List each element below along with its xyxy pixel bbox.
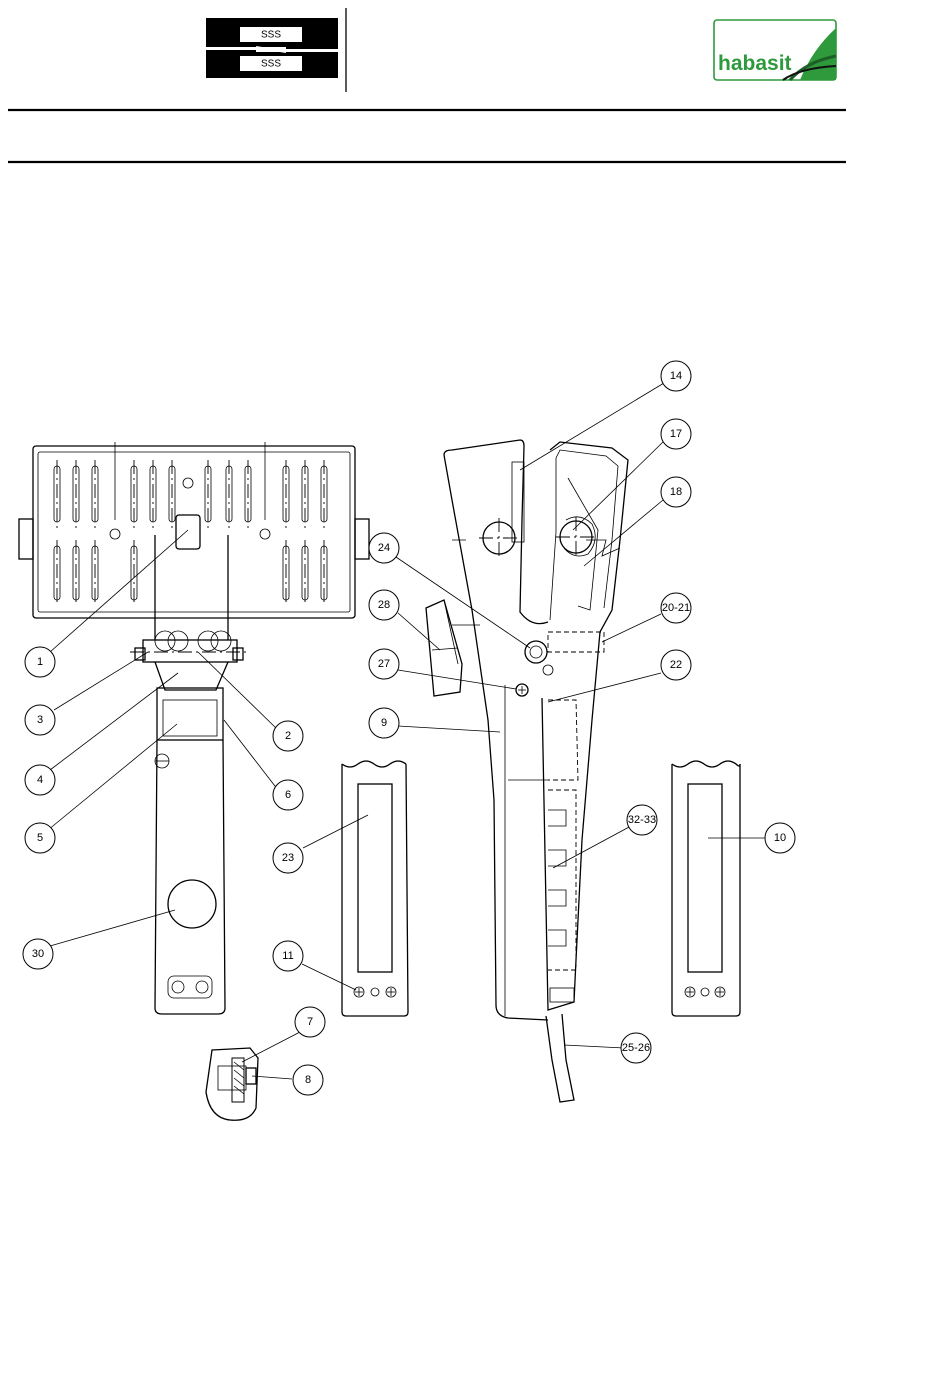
callout-4: 4 <box>25 765 55 795</box>
cover-strip-right <box>672 761 740 1016</box>
side-view-shell <box>525 442 628 1010</box>
svg-text:3: 3 <box>37 714 43 726</box>
power-cable <box>546 1014 574 1102</box>
svg-text:18: 18 <box>670 486 682 498</box>
svg-text:25-26: 25-26 <box>622 1042 650 1054</box>
cover-strip-left <box>342 761 408 1016</box>
callout-18: 18 <box>661 477 691 507</box>
heating-plate <box>19 442 369 618</box>
callout-11: 11 <box>273 941 303 971</box>
callout-24: 24 <box>369 533 399 563</box>
svg-text:7: 7 <box>307 1016 313 1028</box>
handle-arm <box>130 535 250 1014</box>
svg-text:22: 22 <box>670 659 682 671</box>
svg-text:28: 28 <box>378 599 390 611</box>
svg-text:6: 6 <box>285 789 291 801</box>
logo-symbol-bottom: SSS <box>261 59 281 70</box>
svg-text:10: 10 <box>774 832 786 844</box>
callout-5: 5 <box>25 823 55 853</box>
callout-17: 17 <box>661 419 691 449</box>
callout-1: 1 <box>25 647 55 677</box>
svg-text:32-33: 32-33 <box>628 814 656 826</box>
svg-text:5: 5 <box>37 832 43 844</box>
svg-text:20-21: 20-21 <box>662 602 690 614</box>
svg-text:27: 27 <box>378 658 390 670</box>
svg-text:1: 1 <box>37 656 43 668</box>
callouts: 1 2 3 4 5 6 7 8 9 10 11 14 17 18 20-21 2… <box>23 361 795 1095</box>
callout-14: 14 <box>661 361 691 391</box>
detail-screw-section <box>206 1048 258 1120</box>
callout-2: 2 <box>273 721 303 751</box>
svg-text:14: 14 <box>670 370 682 382</box>
callout-23: 23 <box>273 843 303 873</box>
svg-text:17: 17 <box>670 428 682 440</box>
callout-3: 3 <box>25 705 55 735</box>
svg-text:30: 30 <box>32 948 44 960</box>
callout-22: 22 <box>661 650 691 680</box>
brand-name: habasit <box>718 52 792 75</box>
callout-25-26: 25-26 <box>621 1033 651 1063</box>
callout-8: 8 <box>293 1065 323 1095</box>
callout-9: 9 <box>369 708 399 738</box>
temperature-probe <box>426 600 462 696</box>
callout-10: 10 <box>765 823 795 853</box>
habasit-logo: habasit <box>714 20 836 80</box>
callout-20-21: 20-21 <box>661 593 691 623</box>
svg-text:2: 2 <box>285 730 291 742</box>
callout-6: 6 <box>273 780 303 810</box>
callout-7: 7 <box>295 1007 325 1037</box>
svg-text:8: 8 <box>305 1074 311 1086</box>
svg-text:11: 11 <box>282 950 293 962</box>
svg-text:23: 23 <box>282 852 294 864</box>
callout-27: 27 <box>369 649 399 679</box>
svg-text:9: 9 <box>381 717 387 729</box>
svg-text:24: 24 <box>378 542 390 554</box>
logo-symbol-top: SSS <box>261 30 281 41</box>
svg-text:4: 4 <box>37 774 43 786</box>
splice-symbol-logo: SSS SSS <box>206 18 338 78</box>
callout-32-33: 32-33 <box>627 805 657 835</box>
callout-28: 28 <box>369 590 399 620</box>
callout-30: 30 <box>23 939 53 969</box>
